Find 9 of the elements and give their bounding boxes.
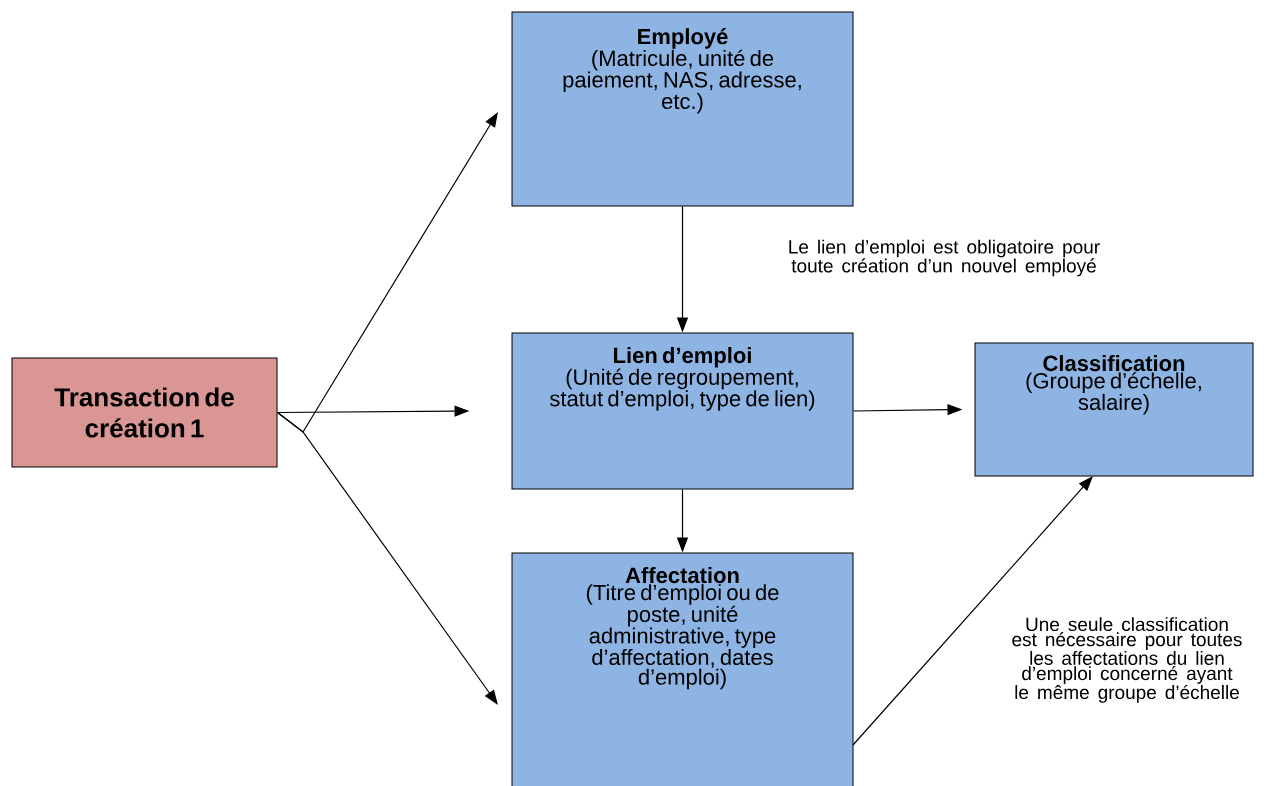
note-text: Le lien d’emploi est obligatoire pour toute création d’un nouvel employé — [789, 239, 1100, 277]
process-box: Classification (Groupe d’échelle, salaire) — [974, 342, 1254, 477]
process-box: Lien d’emploi (Unité de regroupement, statut d’emploi, type de lien) — [511, 332, 854, 490]
arrow — [852, 476, 1093, 746]
process-box: Employé (Matricule, unité de paiement, NAS, adresse, etc.) — [511, 11, 854, 207]
start-box: Transaction de création 1 — [11, 357, 278, 468]
note-text: Une seule classification est nécessaire pour toutes les affectations du lien d’emploi concerné ayant le même groupe d’échelle — [1012, 617, 1242, 703]
arrow — [276, 411, 498, 705]
process-box: Affectation (Titre d’emploi ou de poste, unité administrative, type d’affectation, dates d’emploi) — [511, 552, 854, 786]
